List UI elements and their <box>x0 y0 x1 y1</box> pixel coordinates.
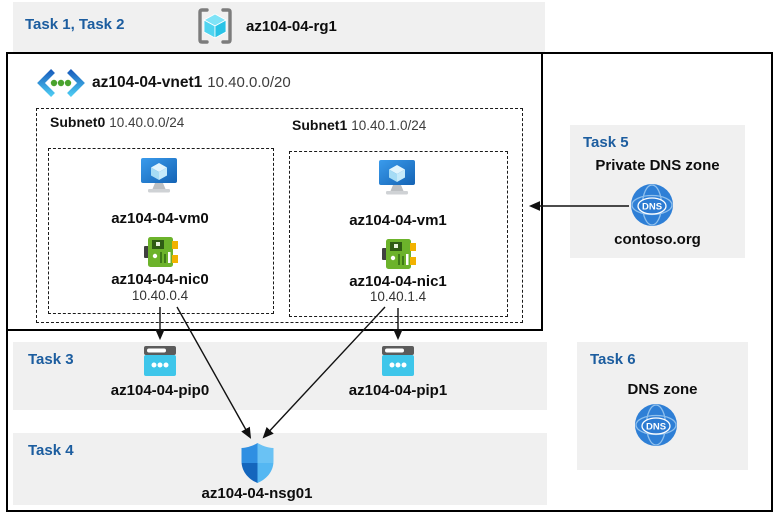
vnet-icon <box>36 66 86 100</box>
nic1-icon <box>382 238 416 270</box>
nic1-name: az104-04-nic1 <box>349 273 447 290</box>
task12-panel <box>13 2 545 52</box>
pip0-icon <box>142 346 178 376</box>
task3-panel <box>13 342 547 410</box>
svg-text:DNS: DNS <box>646 422 666 433</box>
resource-group-icon <box>196 7 234 45</box>
private-dns-icon: DNS <box>630 183 674 227</box>
pip1-name: az104-04-pip1 <box>348 382 448 399</box>
nic1-ip: 10.40.1.4 <box>369 289 427 304</box>
nic0-icon <box>144 236 178 268</box>
nsg-name: az104-04-nsg01 <box>201 485 313 502</box>
subnet0-box <box>48 148 274 314</box>
pip0-name: az104-04-pip0 <box>110 382 210 399</box>
nsg-shield-icon <box>241 443 274 483</box>
task5-label: Task 5 <box>583 134 629 151</box>
resource-group-name: az104-04-rg1 <box>246 18 337 35</box>
vm0-name: az104-04-vm0 <box>111 210 209 227</box>
vm1-name: az104-04-vm1 <box>349 212 447 229</box>
task6-label: Task 6 <box>590 351 636 368</box>
vm0-icon <box>141 158 177 198</box>
private-dns-zone-name: contoso.org <box>614 231 701 248</box>
task12-label: Task 1, Task 2 <box>25 16 125 33</box>
nic0-ip: 10.40.0.4 <box>131 288 189 303</box>
vnet-box <box>6 52 543 331</box>
dns-zone-icon: DNS <box>634 403 678 447</box>
task3-label: Task 3 <box>28 351 74 368</box>
vnet-name: az104-04-vnet1 <box>92 74 203 91</box>
vnet-cidr: 10.40.0.0/20 <box>207 74 291 91</box>
vm1-icon <box>379 160 415 200</box>
pip1-icon <box>380 346 416 376</box>
task4-panel <box>13 433 547 505</box>
private-dns-zone-title: Private DNS zone <box>595 157 720 174</box>
dns-zone-title: DNS zone <box>627 381 698 398</box>
task4-label: Task 4 <box>28 442 74 459</box>
svg-text:DNS: DNS <box>642 202 662 213</box>
nic0-name: az104-04-nic0 <box>111 271 209 288</box>
